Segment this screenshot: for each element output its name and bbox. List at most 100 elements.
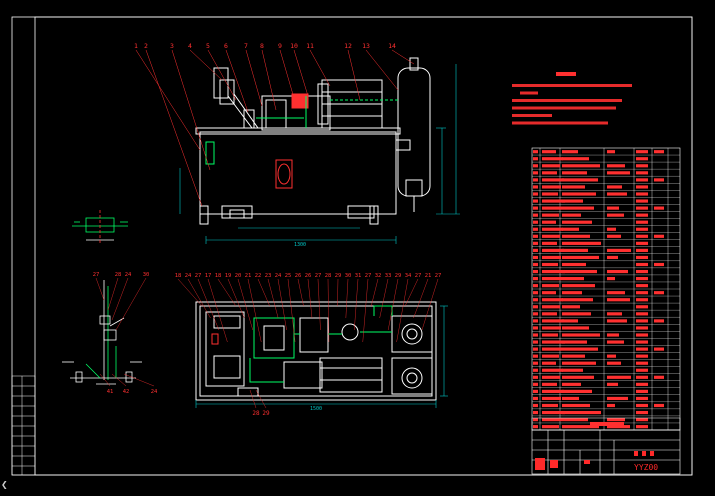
technical-notes	[512, 72, 632, 125]
callout-label: 4	[188, 42, 192, 50]
callout-label: 14	[388, 42, 396, 50]
part-row-code	[542, 396, 561, 401]
callout-label: 27	[315, 273, 322, 279]
callout-label: 3	[170, 42, 174, 50]
part-row-name	[562, 199, 583, 203]
part-row-name	[562, 425, 599, 429]
callout-leader	[365, 49, 399, 91]
part-row-qty	[636, 199, 648, 203]
callout-label: 32	[375, 273, 382, 279]
callout-label: 11	[306, 42, 314, 50]
callout-leader	[317, 278, 321, 331]
callout-label: 17	[205, 273, 212, 279]
part-row-qty	[636, 368, 648, 372]
part-row-qty	[636, 213, 648, 217]
part-row-spec	[607, 396, 628, 401]
part-row-spec	[607, 382, 618, 386]
part-row-number	[533, 284, 538, 288]
part-row-name	[562, 389, 592, 393]
part-row-number	[533, 277, 538, 281]
part-row-qty	[636, 375, 648, 379]
part-row-name	[562, 255, 599, 260]
part-row-number	[533, 368, 538, 372]
part-row-material	[654, 178, 664, 182]
part-row-name	[562, 178, 598, 182]
part-row-name	[562, 382, 581, 386]
callout-leader	[145, 49, 203, 207]
callout-label: 6	[224, 42, 228, 50]
part-row-number	[533, 234, 538, 238]
part-row-name	[562, 410, 601, 415]
part-row-spec	[607, 333, 619, 337]
callout-leader	[371, 278, 379, 307]
part-row-qty	[636, 171, 648, 175]
part-row-code	[542, 199, 565, 203]
part-row-qty	[636, 396, 648, 401]
part-row-number	[533, 220, 538, 224]
part-row-code	[542, 319, 564, 323]
part-row-name	[562, 284, 595, 288]
part-row-qty	[636, 347, 648, 351]
part-row-qty	[636, 382, 648, 386]
part-row-number	[533, 291, 538, 295]
part-row-qty	[636, 178, 648, 182]
part-row-qty	[636, 241, 648, 245]
notes-line	[512, 84, 632, 87]
callout-label: 18	[215, 273, 222, 279]
callout-leader	[207, 278, 228, 343]
part-row-code	[542, 178, 564, 182]
notes-heading-mark	[556, 72, 576, 76]
part-row-name	[562, 277, 584, 281]
part-row-name	[562, 418, 588, 422]
part-row-qty	[636, 403, 648, 408]
callout-leader	[197, 278, 220, 331]
part-row-number	[533, 178, 538, 182]
part-row-number	[533, 340, 538, 344]
part-row-code	[542, 227, 563, 231]
callout-label: 5	[206, 42, 210, 50]
callout-leader	[189, 49, 223, 81]
part-row-name	[562, 312, 591, 316]
part-row-code	[542, 206, 562, 210]
callout-leader	[267, 278, 279, 319]
part-row-qty	[636, 185, 648, 189]
callout-leader	[111, 373, 127, 387]
part-row-code	[542, 220, 556, 224]
callout-leader	[171, 49, 211, 171]
part-row-code	[542, 277, 562, 281]
part-row-name	[562, 206, 594, 210]
part-row-qty	[636, 262, 648, 267]
part-row-qty	[636, 333, 648, 337]
part-row-code	[542, 425, 559, 429]
part-row-code	[542, 382, 557, 386]
part-row-qty	[636, 227, 648, 231]
part-row-name	[562, 234, 590, 238]
callout-leader	[354, 278, 359, 331]
part-row-name	[562, 248, 588, 252]
callout-label: 18	[175, 273, 182, 279]
part-row-name	[562, 157, 589, 161]
callout-leader	[177, 278, 203, 307]
callout-leader	[207, 49, 237, 101]
callout-label: 8	[260, 42, 264, 50]
callout-leader	[362, 278, 369, 343]
callout-leader	[347, 49, 361, 101]
part-row-code	[542, 291, 556, 295]
callout-leader	[387, 278, 399, 331]
callout-leader	[391, 49, 415, 65]
chevron-left-icon[interactable]: ❮	[1, 478, 8, 491]
part-row-qty	[636, 164, 648, 168]
part-row-number	[533, 333, 538, 337]
part-row-name	[562, 192, 596, 196]
part-row-code	[542, 410, 565, 415]
callout-leader	[135, 49, 201, 151]
part-row-material	[654, 291, 664, 295]
part-row-spec	[607, 150, 615, 154]
callout-leader	[345, 278, 349, 319]
detail-view-a	[72, 210, 128, 244]
part-row-code	[542, 326, 561, 330]
part-row-code	[542, 185, 561, 189]
part-row-code	[542, 375, 560, 379]
